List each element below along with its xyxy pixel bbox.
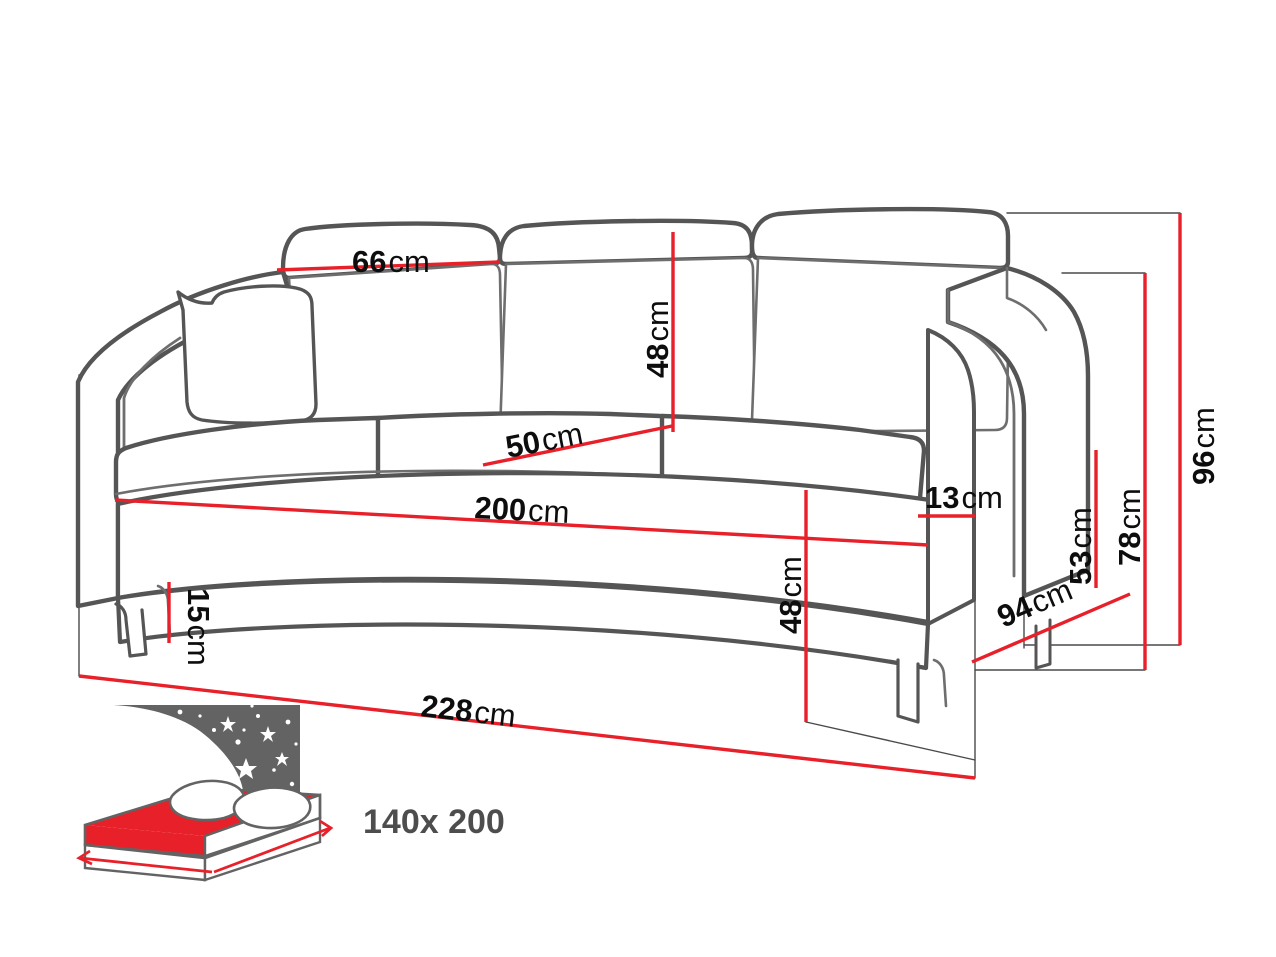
label-armrest-height: 53cm: [1063, 507, 1098, 585]
left-armrest-inner: [122, 336, 182, 508]
leg-front-left: [114, 602, 148, 658]
bed-arrow-depth: [213, 826, 331, 874]
label-seat-depth: 50cm: [503, 416, 586, 465]
label-total-height: 96cm: [1186, 407, 1221, 485]
bed-inset-illustration: 140x 200: [76, 704, 505, 882]
right-armrest-inner: [946, 320, 1016, 578]
dimline-total-depth: [971, 592, 1131, 664]
sofa-illustration: [75, 206, 1091, 724]
guide-seat-height-base: [805, 721, 976, 761]
label-back-height: 78cm: [1112, 488, 1147, 566]
label-backrest-height: 48cm: [640, 300, 675, 378]
leg-right-side: [1034, 618, 1052, 670]
throw-pillow: [176, 284, 318, 425]
dimline-total-width: [78, 674, 976, 780]
dimline-backrest-width: [276, 260, 501, 272]
bed-arrow-width: [79, 856, 213, 874]
leg-rear-right: [932, 658, 948, 708]
bed-size-label: 140x 200: [363, 803, 505, 841]
label-armrest-width: 13cm: [925, 480, 1003, 515]
dimension-lines: [78, 213, 1182, 780]
right-arm-back-panel: [1005, 266, 1048, 332]
moon-crescent: [112, 705, 244, 800]
mattress-red-band: [85, 825, 205, 856]
sofa-base-skirt: [115, 578, 931, 671]
dimline-seat-depth: [482, 424, 673, 467]
label-seat-height: 48cm: [773, 556, 808, 634]
label-backrest-width: 66cm: [352, 244, 430, 279]
label-leg-height: 15cm: [181, 588, 216, 666]
bed-dimension-arrows: [76, 819, 334, 874]
leg-front-right: [896, 658, 920, 724]
label-total-width: 228cm: [419, 688, 517, 734]
dimline-seat-width: [114, 498, 929, 547]
bed-pillow-right: [232, 786, 312, 830]
label-seat-width: 200cm: [474, 490, 571, 530]
right-armrest-front-face: [926, 328, 976, 626]
right-armrest-outer: [945, 265, 1091, 599]
